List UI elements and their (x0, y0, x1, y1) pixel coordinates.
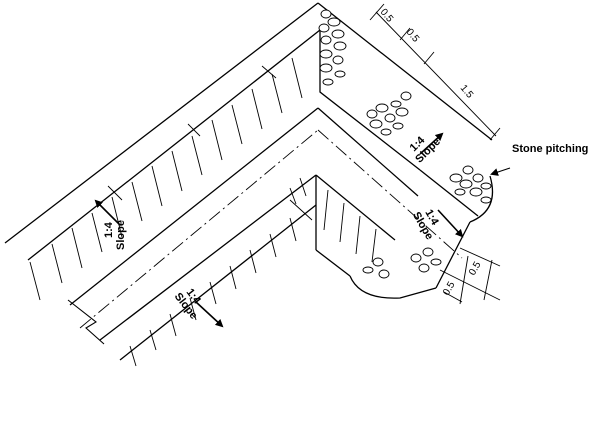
upper-bank-toe (27, 29, 421, 261)
centre-line (79, 129, 463, 329)
stone-pitching-leader (490, 167, 511, 176)
lower-bank-outline (119, 175, 317, 361)
break-line (67, 299, 105, 345)
stone-pitching-label: Stone pitching (512, 143, 588, 155)
stone-pitching-mid (366, 91, 412, 136)
dimension-3: 1.5 (458, 83, 476, 101)
slope-label-left: 1:4 Slope (103, 220, 127, 250)
slope-label-bottom: 1:4 Slope (172, 286, 204, 321)
dimension-1: 0.5 (378, 7, 396, 25)
lower-edge-curve (315, 249, 437, 299)
dimension-2: 0.5 (404, 27, 422, 45)
dimension-5: 0.5 (467, 260, 484, 278)
road-lower-edge (99, 174, 396, 341)
stone-pitching-top (318, 9, 347, 86)
dimension-lines (369, 3, 501, 305)
dimension-4: 0.5 (441, 280, 458, 298)
outer-bank-edge (4, 2, 493, 244)
slope-arrows (94, 132, 464, 328)
stone-pitching-end (419, 169, 494, 289)
slope-label-upper-right: 1:4 Slope (408, 134, 443, 166)
lower-bank-hatching (129, 177, 377, 367)
slope-label-lower-right: 1:4 Slope (410, 208, 441, 242)
svg-text:1:4: 1:4 (103, 221, 115, 238)
svg-text:Slope: Slope (115, 220, 127, 250)
upper-bank-hatching (29, 57, 303, 301)
road-upper-edge (69, 107, 419, 306)
stone-pitching-end-stones (362, 165, 492, 279)
